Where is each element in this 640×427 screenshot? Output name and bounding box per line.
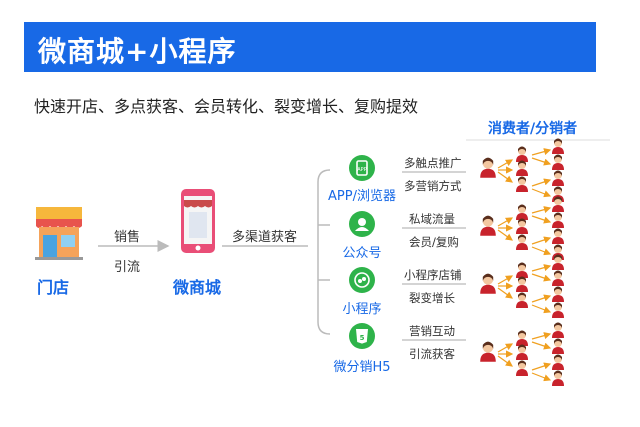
svg-text:APP: APP (357, 167, 366, 173)
feature-mp-1: 小程序店铺 (404, 268, 462, 282)
feature-app-2: 多营销方式 (404, 179, 462, 193)
official-account-icon (349, 211, 375, 237)
mall-label: 微商城 (173, 278, 222, 297)
store-label: 门店 (37, 278, 70, 297)
feature-mp-2: 裂变增长 (409, 291, 455, 305)
store-icon (33, 205, 85, 261)
feature-oa-1: 私域流量 (409, 212, 455, 226)
feature-oa-2: 会员/复购 (409, 235, 459, 249)
page-title: 微商城+小程序 (38, 35, 237, 68)
sales-label: 销售 (114, 230, 141, 245)
channel-app-label: APP/浏览器 (328, 189, 396, 204)
svg-text:5: 5 (360, 334, 365, 342)
mini-program-icon (349, 267, 375, 293)
consumer-header: 消费者/分销者 (488, 121, 578, 137)
traffic-label: 引流 (114, 260, 141, 275)
header-banner: 微商城+小程序 (24, 22, 596, 72)
app-icon: APP (349, 155, 375, 181)
feature-h5-2: 引流获客 (409, 347, 455, 361)
channel-acquire-label: 多渠道获客 (232, 230, 298, 245)
subtitle: 快速开店、多点获客、会员转化、裂变增长、复购提效 (34, 97, 419, 116)
feature-app-1: 多触点推广 (404, 156, 462, 170)
h5-icon: 5 (349, 323, 375, 349)
channel-h5-label: 微分销H5 (333, 360, 391, 375)
channel-official-account-label: 公众号 (342, 246, 382, 261)
feature-h5-1: 营销互动 (409, 324, 455, 338)
phone-icon (180, 188, 216, 254)
channel-mini-program-label: 小程序 (342, 302, 382, 317)
